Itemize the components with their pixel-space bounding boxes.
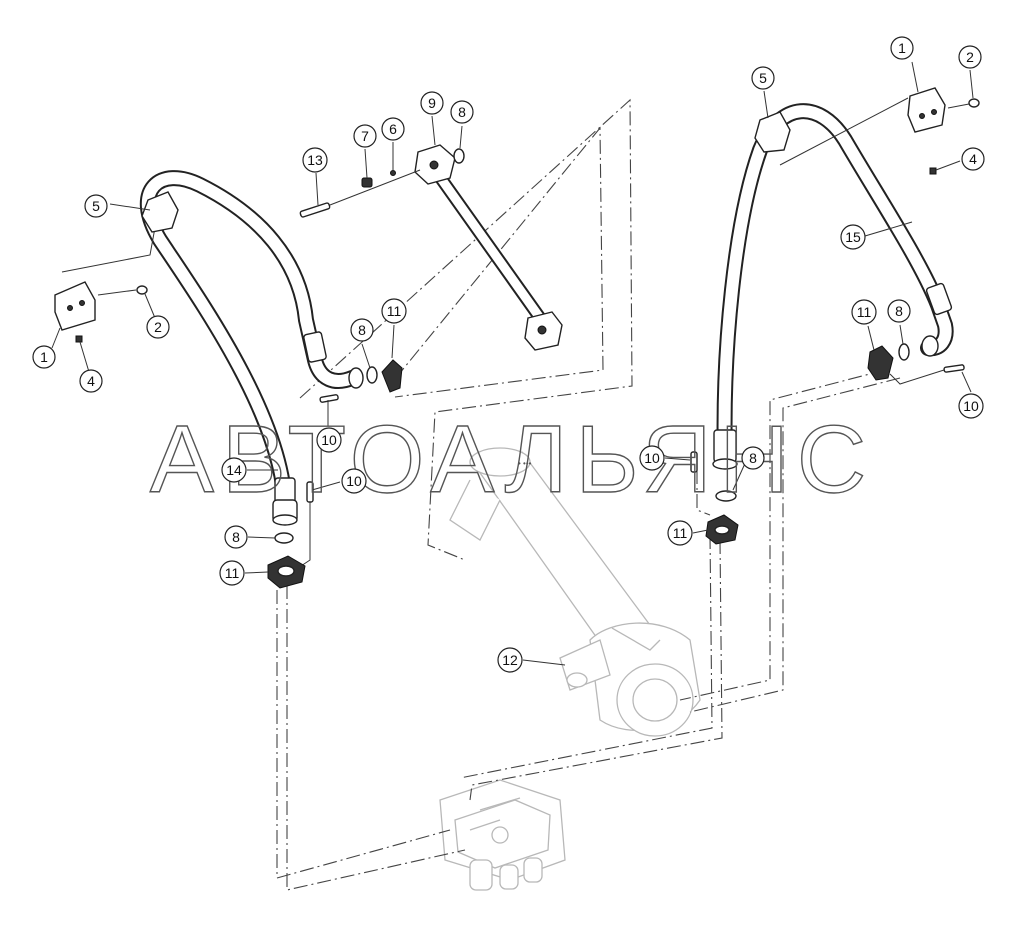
callout-label: 9 (428, 95, 436, 111)
callout-1-right: 1 (890, 36, 914, 60)
callout-leaders (51, 61, 974, 666)
callout-8-low-right: 8 (741, 446, 765, 470)
callout-8-mid-right: 8 (887, 299, 911, 323)
callout-label: 8 (458, 104, 466, 120)
callout-label: 7 (361, 128, 369, 144)
callout-8-top: 8 (450, 100, 474, 124)
callout-15: 15 (840, 224, 866, 250)
cylinder-tiny-mark: • ••• (518, 459, 532, 468)
callout-label: 5 (759, 70, 767, 86)
callout-label: 15 (845, 229, 861, 245)
callout-1-left: 1 (32, 345, 56, 369)
control-valve-block (439, 779, 566, 891)
callout-10-low-left: 10 (341, 468, 367, 494)
callout-label: 10 (963, 398, 979, 414)
callout-13: 13 (302, 147, 328, 173)
callout-11-mid-right: 11 (851, 299, 877, 325)
callout-label: 8 (749, 450, 757, 466)
callout-label: 12 (502, 652, 518, 668)
callout-4-right: 4 (961, 147, 985, 171)
callout-8-low-left: 8 (224, 525, 248, 549)
hose-left (139, 170, 364, 526)
callout-label: 2 (154, 319, 162, 335)
callout-label: 4 (969, 151, 977, 167)
callout-label: 1 (40, 349, 48, 365)
callout-5-left: 5 (84, 194, 108, 218)
callout-2-left: 2 (146, 315, 170, 339)
callout-label: 4 (87, 373, 95, 389)
small-parts: • ••• (54, 87, 980, 589)
callout-label: 11 (225, 565, 240, 581)
hydraulic-cylinder (449, 447, 701, 737)
callout-14: 14 (221, 457, 247, 483)
callout-5-right: 5 (751, 66, 775, 90)
callout-label: 8 (232, 529, 240, 545)
callout-label: 5 (92, 198, 100, 214)
rigid-pipe (414, 144, 563, 351)
callout-label: 10 (321, 432, 337, 448)
callout-7: 7 (353, 124, 377, 148)
routing-lines (276, 98, 901, 891)
callout-4-left: 4 (79, 369, 103, 393)
callout-label: 10 (644, 450, 660, 466)
callout-label: 6 (389, 121, 397, 137)
callout-11-low-left: 11 (219, 560, 245, 586)
callout-9: 9 (420, 91, 444, 115)
callout-label: 10 (346, 473, 362, 489)
callout-12: 12 (497, 647, 523, 673)
callout-label: 2 (966, 49, 974, 65)
callout-label: 8 (895, 303, 903, 319)
callout-label: 14 (226, 462, 242, 478)
callout-10-low-right: 10 (639, 445, 665, 471)
callout-11-mid-left: 11 (381, 298, 407, 324)
callout-2-right: 2 (958, 45, 982, 69)
callout-10-mid-right: 10 (958, 393, 984, 419)
hose-right (712, 103, 954, 470)
callout-label: 11 (673, 525, 688, 541)
callout-10-mid-left: 10 (316, 427, 342, 453)
callout-label: 8 (358, 322, 366, 338)
watermark-text: АВТОАЛЬЯНС (150, 406, 874, 513)
callout-label: 1 (898, 40, 906, 56)
callout-label: 11 (387, 303, 402, 319)
callout-label: 11 (857, 304, 872, 320)
callout-label: 13 (307, 152, 323, 168)
callout-8-mid-left: 8 (350, 318, 374, 342)
callout-6: 6 (381, 117, 405, 141)
callout-11-low-right: 11 (667, 520, 693, 546)
